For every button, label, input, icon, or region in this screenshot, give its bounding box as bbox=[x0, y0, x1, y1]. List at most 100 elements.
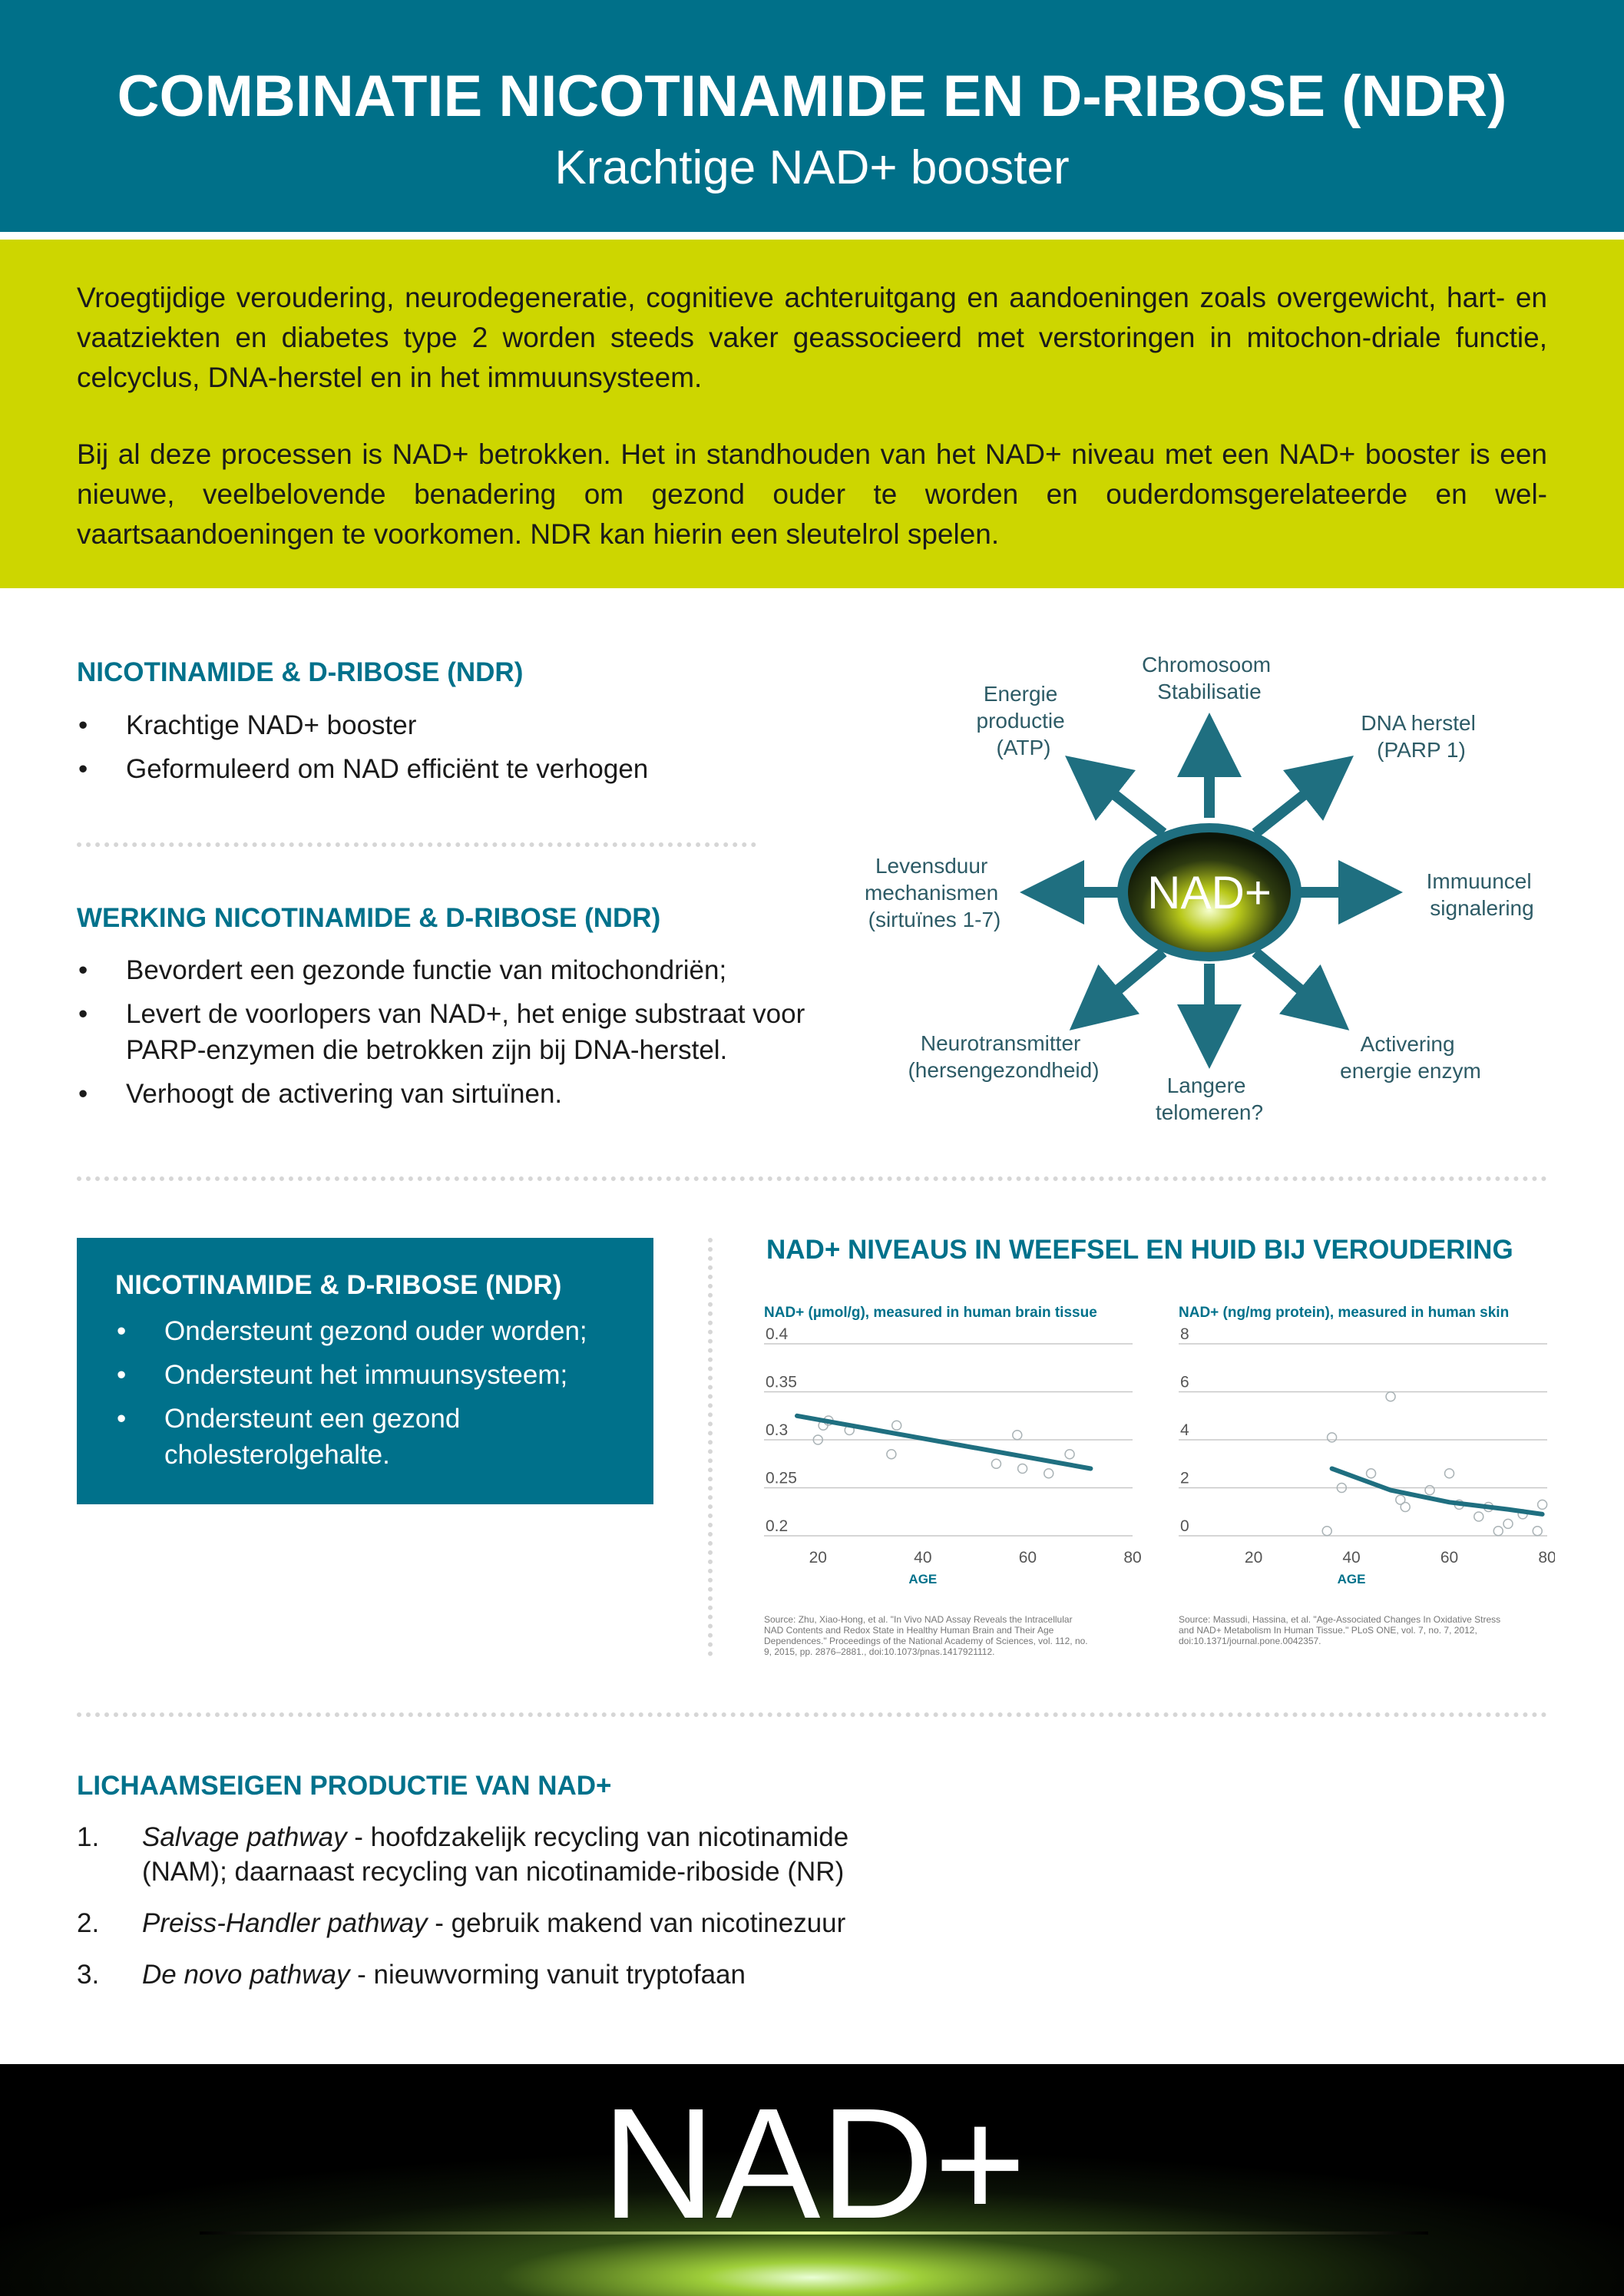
section-productie-heading: LICHAAMSEIGEN PRODUCTIE VAN NAD+ bbox=[77, 1771, 612, 1801]
label-telomeren: Langere telomeren? bbox=[1156, 1074, 1263, 1124]
vertical-dotted-divider bbox=[708, 1238, 713, 1656]
y-tick-label: 0.35 bbox=[766, 1374, 797, 1391]
list-item: Bevordert een gezonde functie van mitoch… bbox=[77, 952, 837, 988]
data-point bbox=[1536, 1499, 1548, 1510]
arrow-up-right bbox=[1252, 755, 1354, 838]
data-point bbox=[1336, 1482, 1348, 1494]
header-banner: COMBINATIE NICOTINAMIDE EN D-RIBOSE (NDR… bbox=[0, 0, 1624, 232]
data-point bbox=[1503, 1518, 1513, 1530]
list-item: Verhoogt de activering van sirtuïnen. bbox=[77, 1076, 837, 1112]
brain-nad-chart: NAD+ (µmol/g), measured in human brain t… bbox=[764, 1305, 1142, 1657]
charts-heading: NAD+ NIVEAUS IN WEEFSEL EN HUID BIJ VERO… bbox=[766, 1235, 1513, 1265]
page-subtitle: Krachtige NAD+ booster bbox=[554, 141, 1070, 194]
data-point bbox=[1400, 1501, 1411, 1513]
chart-title: NAD+ (µmol/g), measured in human brain t… bbox=[764, 1305, 1097, 1321]
x-tick-label: 20 bbox=[1245, 1549, 1262, 1567]
dotted-divider bbox=[77, 1712, 1547, 1717]
diagram-arrows bbox=[1020, 713, 1403, 1069]
trend-line bbox=[1329, 1466, 1545, 1517]
y-tick-label: 2 bbox=[1180, 1470, 1189, 1487]
data-point bbox=[991, 1458, 1002, 1469]
data-point bbox=[1365, 1468, 1377, 1479]
pathway-list: 1.Salvage pathway - hoofdzakelijk recycl… bbox=[77, 1820, 921, 2009]
label-immuuncel: Immuuncel signalering bbox=[1427, 869, 1538, 920]
ndr-benefits-box: NICOTINAMIDE & D-RIBOSE (NDR) Ondersteun… bbox=[77, 1238, 653, 1504]
section-ndr-list: Krachtige NAD+ booster Geformuleerd om N… bbox=[77, 707, 814, 795]
chart-title: NAD+ (ng/mg protein), measured in human … bbox=[1179, 1305, 1509, 1321]
section-werking-list: Bevordert een gezonde functie van mitoch… bbox=[77, 952, 837, 1120]
dotted-divider bbox=[77, 842, 756, 847]
x-tick-label: 60 bbox=[1440, 1549, 1458, 1567]
list-item: 2.Preiss-Handler pathway - gebruik maken… bbox=[77, 1908, 846, 1938]
y-tick-label: 8 bbox=[1180, 1325, 1189, 1343]
x-tick-label: 20 bbox=[809, 1549, 827, 1567]
y-tick-label: 0 bbox=[1180, 1517, 1189, 1535]
nad-center-label: NAD+ bbox=[1147, 867, 1272, 918]
data-point bbox=[812, 1434, 824, 1445]
data-point bbox=[1444, 1468, 1455, 1479]
data-point bbox=[1493, 1526, 1504, 1537]
data-point bbox=[1532, 1526, 1543, 1537]
y-tick-label: 0.4 bbox=[766, 1325, 789, 1343]
box-list: Ondersteunt gezond ouder worden; Onderst… bbox=[115, 1313, 637, 1480]
list-item: 3.De novo pathway - nieuwvorming vanuit … bbox=[77, 1960, 746, 1990]
data-point bbox=[886, 1449, 897, 1460]
footer-glow-art: NAD+ bbox=[0, 2064, 1624, 2296]
intro-panel: Vroegtijdige veroudering, neurodegenerat… bbox=[0, 240, 1624, 588]
footer-banner: NAD+ bbox=[0, 2064, 1624, 2296]
data-point bbox=[1321, 1526, 1332, 1537]
arrow-down-right bbox=[1252, 948, 1350, 1031]
section-ndr-heading: NICOTINAMIDE & D-RIBOSE (NDR) bbox=[77, 657, 524, 687]
x-axis-label: AGE bbox=[1338, 1572, 1366, 1586]
data-point bbox=[1017, 1463, 1028, 1474]
trend-line bbox=[795, 1413, 1093, 1471]
nad-function-diagram: NAD+ Chromosoom Stabilisatie Energie pro… bbox=[865, 653, 1538, 1124]
nad-center-glow bbox=[1128, 832, 1291, 952]
data-point bbox=[1043, 1468, 1054, 1479]
data-point bbox=[1064, 1449, 1075, 1460]
list-item: Krachtige NAD+ booster bbox=[77, 707, 814, 743]
label-energie: Energie productie (ATP) bbox=[977, 682, 1071, 759]
x-tick-label: 80 bbox=[1123, 1549, 1141, 1567]
data-point bbox=[1012, 1430, 1023, 1441]
chart-source: Source: Zhu, Xiao-Hong, et al. "In Vivo … bbox=[764, 1614, 1088, 1657]
label-dna-herstel: DNA herstel (PARP 1) bbox=[1361, 711, 1481, 762]
y-tick-label: 0.3 bbox=[766, 1421, 788, 1439]
chart-source: Source: Massudi, Hassina, et al. "Age-As… bbox=[1179, 1614, 1500, 1646]
box-title: NICOTINAMIDE & D-RIBOSE (NDR) bbox=[115, 1270, 562, 1300]
dotted-divider bbox=[77, 1176, 1547, 1181]
data-point bbox=[1395, 1494, 1406, 1505]
x-tick-label: 80 bbox=[1538, 1549, 1555, 1567]
y-tick-label: 4 bbox=[1180, 1421, 1189, 1439]
data-point bbox=[1385, 1391, 1396, 1402]
data-point bbox=[1326, 1432, 1338, 1443]
intro-paragraph-1: Vroegtijdige veroudering, neurodegenerat… bbox=[77, 282, 1547, 393]
list-item: Ondersteunt gezond ouder worden; bbox=[115, 1313, 637, 1349]
intro-paragraph-2: Bij al deze processen is NAD+ betrokken.… bbox=[77, 438, 1547, 550]
list-item: Geformuleerd om NAD efficiënt te verhoge… bbox=[77, 751, 814, 787]
skin-nad-chart: NAD+ (ng/mg protein), measured in human … bbox=[1179, 1305, 1555, 1646]
y-tick-label: 6 bbox=[1180, 1374, 1189, 1391]
x-tick-label: 40 bbox=[914, 1549, 931, 1567]
data-point bbox=[1474, 1511, 1484, 1522]
x-tick-label: 60 bbox=[1019, 1549, 1037, 1567]
list-item: Ondersteunt een gezond cholesterolgehalt… bbox=[115, 1401, 637, 1473]
y-tick-label: 0.25 bbox=[766, 1470, 797, 1487]
footer-nad-logo: NAD+ bbox=[602, 2076, 1027, 2251]
arrow-up-left bbox=[1065, 755, 1167, 838]
x-axis-label: AGE bbox=[908, 1572, 937, 1586]
list-item: Ondersteunt het immuunsysteem; bbox=[115, 1357, 637, 1393]
label-levensduur: Levensduur mechanismen (sirtuïnes 1-7) bbox=[865, 854, 1004, 931]
data-point bbox=[891, 1420, 902, 1431]
list-item: Levert de voorlopers van NAD+, het enige… bbox=[77, 996, 837, 1068]
page-title: COMBINATIE NICOTINAMIDE EN D-RIBOSE (NDR… bbox=[117, 64, 1507, 129]
label-neurotransmitter: Neurotransmitter (hersengezondheid) bbox=[908, 1031, 1099, 1082]
label-chromosoom: Chromosoom Stabilisatie bbox=[1142, 653, 1277, 703]
x-tick-label: 40 bbox=[1342, 1549, 1360, 1567]
arrow-down-left bbox=[1069, 948, 1167, 1031]
label-activering: Activering energie enzym bbox=[1340, 1032, 1481, 1083]
data-point bbox=[1424, 1484, 1435, 1496]
list-item: 1.Salvage pathway - hoofdzakelijk recycl… bbox=[77, 1822, 849, 1887]
y-tick-label: 0.2 bbox=[766, 1517, 788, 1535]
section-werking-heading: WERKING NICOTINAMIDE & D-RIBOSE (NDR) bbox=[77, 903, 661, 933]
